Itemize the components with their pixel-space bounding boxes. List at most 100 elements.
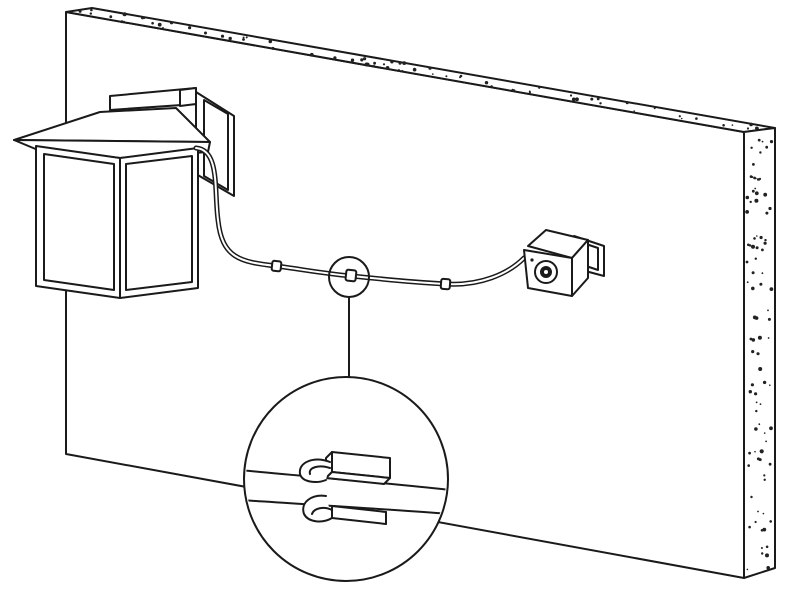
speckle <box>678 115 681 118</box>
outdoor-lantern-icon <box>13 87 235 299</box>
speckle <box>745 260 749 264</box>
speckle <box>763 474 766 477</box>
speckle <box>748 244 752 247</box>
speckle <box>754 316 759 320</box>
speckle <box>761 552 764 555</box>
speckle <box>747 464 750 467</box>
speckle <box>762 512 765 515</box>
speckle <box>768 462 772 466</box>
speckle <box>412 67 417 72</box>
speckle <box>538 86 541 89</box>
speckle <box>385 66 390 70</box>
speckle <box>445 75 448 78</box>
speckle <box>432 73 434 75</box>
speckle <box>757 138 761 142</box>
speckle <box>204 31 207 35</box>
speckle <box>760 547 763 549</box>
speckle <box>653 107 656 110</box>
detail-callout-circle <box>243 376 449 582</box>
speckle <box>428 66 432 70</box>
speckle <box>765 145 769 149</box>
magnified-clip-detail <box>246 451 446 525</box>
speckle <box>763 241 767 245</box>
speckle <box>758 179 761 181</box>
speckle <box>749 200 752 204</box>
speckle <box>123 20 125 23</box>
speckle <box>590 97 594 101</box>
speckle <box>382 63 386 66</box>
speckle <box>695 117 698 120</box>
speckle <box>756 352 760 356</box>
speckle <box>754 520 757 524</box>
wall-panel <box>65 7 776 579</box>
speckle <box>759 151 762 154</box>
speckle <box>753 237 756 240</box>
speckle <box>745 195 750 200</box>
speckle <box>459 74 463 78</box>
speckle <box>767 337 770 339</box>
speckle <box>109 15 113 19</box>
speckle <box>528 91 531 94</box>
speckle <box>242 36 245 39</box>
speckle <box>746 568 749 571</box>
speckle <box>750 146 753 149</box>
speckle <box>373 61 376 65</box>
speckle <box>596 97 600 101</box>
speckle <box>151 21 154 25</box>
speckle <box>762 380 767 385</box>
speckle <box>761 248 764 252</box>
speckle <box>245 36 248 39</box>
speckle <box>731 124 734 126</box>
cable-clip-icon <box>344 268 358 283</box>
speckle <box>759 449 764 454</box>
clip-hook-upper <box>298 458 331 483</box>
speckle <box>761 272 764 275</box>
speckle <box>750 383 755 387</box>
speckle <box>755 401 758 404</box>
speckle <box>754 187 757 190</box>
speckle <box>188 26 192 30</box>
speckle <box>120 20 124 24</box>
speckle <box>754 198 759 203</box>
speckle <box>754 427 758 431</box>
cable-clip-icon <box>270 259 283 273</box>
speckle <box>762 527 767 532</box>
speckle <box>162 26 164 29</box>
speckle <box>769 426 773 431</box>
speckle <box>748 390 752 394</box>
speckle <box>625 101 629 105</box>
speckle <box>758 458 762 462</box>
speckle <box>756 235 758 237</box>
speckle <box>363 57 367 61</box>
lamp-roof <box>13 107 211 143</box>
speckle <box>751 350 755 354</box>
speckle <box>769 140 774 144</box>
speckle <box>89 12 93 15</box>
speckle <box>350 58 355 62</box>
wall-side-edge <box>743 127 776 579</box>
speckle <box>751 271 755 275</box>
power-cable <box>193 145 527 287</box>
speckle <box>143 16 146 19</box>
speckle <box>268 39 273 44</box>
speckle <box>398 61 402 65</box>
speckle <box>333 56 337 60</box>
speckle <box>571 97 576 102</box>
speckle <box>757 510 759 513</box>
speckle <box>309 52 314 57</box>
cable-clip-icon <box>439 277 452 291</box>
speckle <box>749 122 753 127</box>
speckle <box>764 238 767 242</box>
speckle <box>680 117 683 120</box>
speckle <box>746 281 749 284</box>
speckle <box>761 140 764 143</box>
speckle <box>766 566 770 570</box>
security-camera-icon <box>523 229 605 297</box>
speckle <box>490 85 493 88</box>
speckle <box>575 97 579 102</box>
speckle <box>751 286 755 291</box>
speckle <box>228 36 232 41</box>
speckle <box>122 12 127 17</box>
